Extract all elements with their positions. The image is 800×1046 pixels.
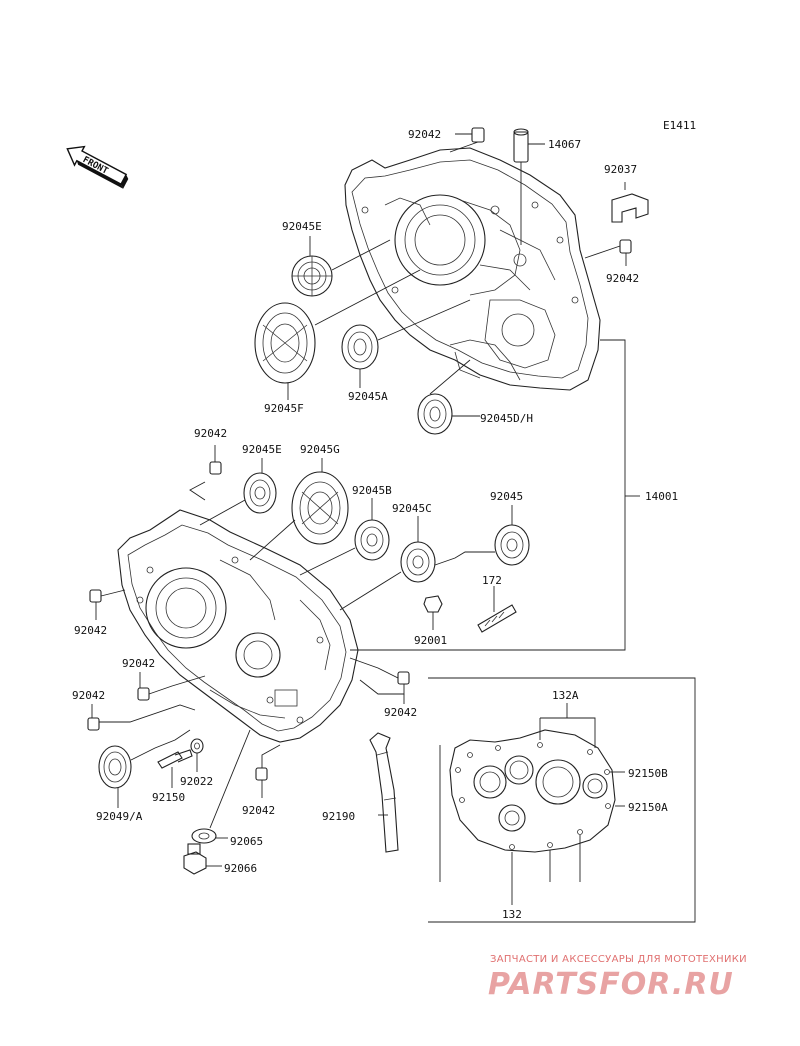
label-92066: 92066 [224,862,257,875]
bearing-92045E-mid [199,458,277,526]
label-92001: 92001 [414,634,447,647]
label-92045A: 92045A [348,390,388,403]
front-arrow-icon: FRONT [66,145,129,189]
washer-92022 [190,738,204,772]
label-92042-left1: 92042 [74,624,107,637]
plug-92001 [423,595,443,630]
diagram-code: E1411 [663,119,696,132]
dowel-pin-left2 [137,672,206,701]
label-92042-top: 92042 [408,128,441,141]
label-92045F: 92045F [264,402,304,415]
label-172: 172 [482,574,502,587]
label-92045: 92045 [490,490,523,503]
inset-box [428,677,696,923]
label-92045G: 92045G [300,443,340,456]
label-92045DH: 92045D/H [480,412,533,425]
label-92045E-top: 92045E [282,220,322,233]
inset-crankcase [449,729,616,853]
watermark-tagline: ЗАПЧАСТИ И АКСЕССУАРЫ ДЛЯ МОТОТЕХНИКИ [490,954,747,965]
label-92045E-mid: 92045E [242,443,282,456]
label-92065: 92065 [230,835,263,848]
dowel-pin-bot [255,744,281,798]
dowel-pin-left3 [87,704,196,731]
oil-pipe-92190 [369,732,399,853]
bearing-92045 [434,505,530,566]
right-crankcase-half [344,147,601,391]
stud-92150 [157,749,193,788]
gasket-92065 [191,729,251,844]
left-crankcase-half [117,509,359,743]
dowel-pin-mid [189,445,222,501]
label-92045B: 92045B [352,484,392,497]
label-92022: 92022 [180,775,213,788]
bearing-92045F [254,269,421,400]
oil-jet-14067 [513,128,545,245]
dowel-pin-right [584,239,632,266]
oil-seal-92049A [98,729,191,808]
dowel-pin-low [349,657,410,704]
dowel-pin-top [449,127,485,153]
label-92045C: 92045C [392,502,432,515]
label-92042-bot: 92042 [242,804,275,817]
label-132: 132 [502,908,522,921]
label-92042-right: 92042 [606,272,639,285]
label-92037: 92037 [604,163,637,176]
label-92190: 92190 [322,810,355,823]
bearing-92045E-top [291,236,391,297]
label-132A: 132A [552,689,579,702]
bearing-92045A [341,299,471,388]
label-92042-low: 92042 [384,706,417,719]
bearing-92045G [249,458,349,561]
bracket-92037 [611,182,649,223]
label-92042-left3: 92042 [72,689,105,702]
bearing-92045DH [417,359,480,435]
label-92042-left2: 92042 [122,657,155,670]
bearing-92045B [299,498,390,576]
label-92150: 92150 [152,791,185,804]
label-92042-mid: 92042 [194,427,227,440]
assembly-bracket-14001 [350,339,640,651]
drain-bolt-92066 [183,843,222,875]
stud-172 [477,586,517,633]
label-92150A: 92150A [628,801,668,814]
watermark-brand: PARTSFOR.RU [488,967,734,1002]
dowel-pin-left1 [89,589,126,620]
label-92150B: 92150B [628,767,668,780]
bearing-92045C [339,516,436,611]
label-14067: 14067 [548,138,581,151]
label-14001: 14001 [645,490,678,503]
label-92049A: 92049/A [96,810,143,823]
